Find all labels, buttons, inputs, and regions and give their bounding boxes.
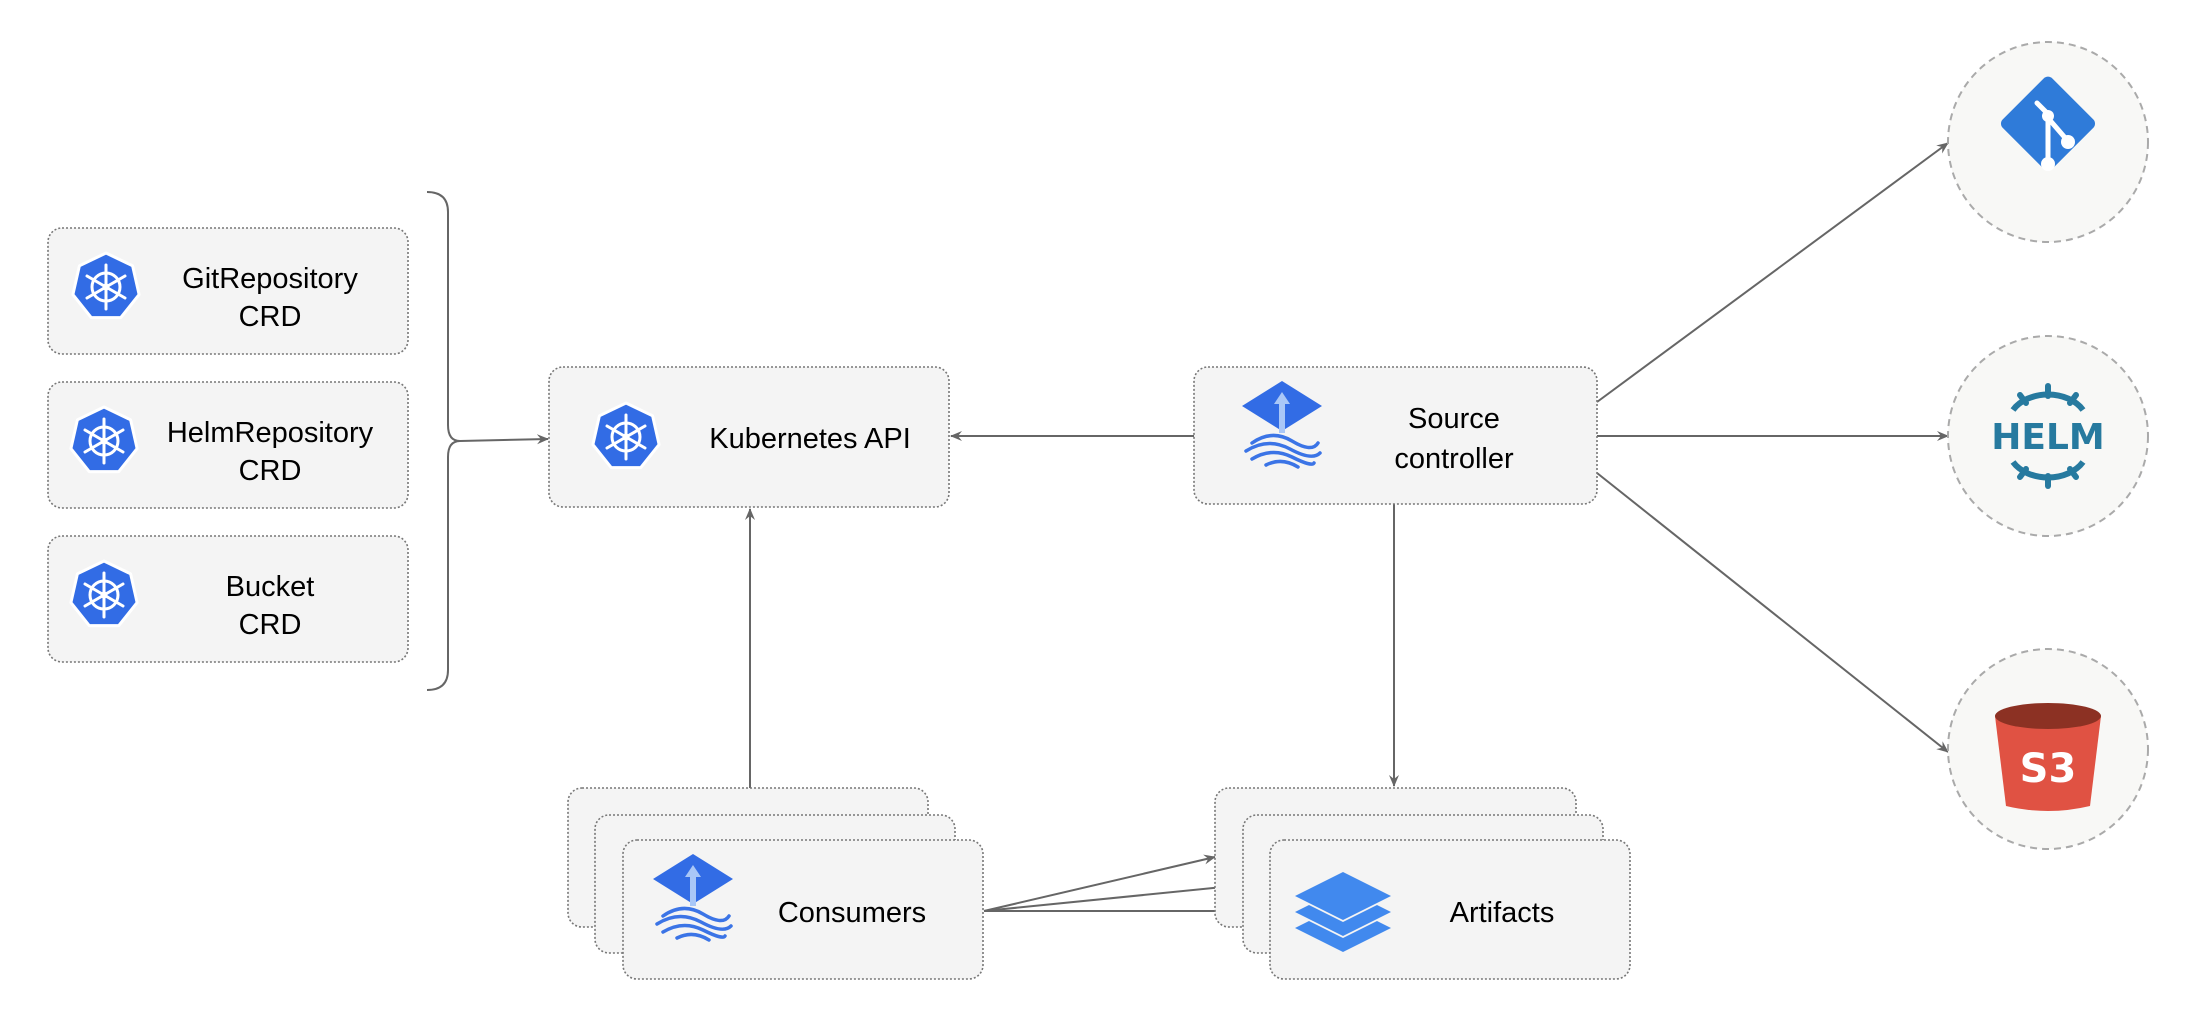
node-kubernetes-api[interactable]: Kubernetes API [548, 366, 950, 508]
svg-text:S3: S3 [2020, 746, 2077, 792]
node-helm[interactable]: HELM [1947, 335, 2149, 537]
node-label: GitRepository [182, 263, 358, 295]
node-label: HelmRepository [167, 417, 374, 449]
kubernetes-icon [591, 401, 661, 470]
node-consumers[interactable]: Consumers [567, 787, 984, 980]
git-icon [2000, 76, 2096, 171]
node-label: Kubernetes API [709, 423, 911, 455]
kubernetes-icon [71, 251, 141, 320]
edge-consumers-to-artifacts-2 [983, 881, 1244, 912]
node-label: Source [1408, 403, 1500, 435]
node-artifacts[interactable]: Artifacts [1214, 787, 1631, 980]
kubernetes-icon [69, 559, 139, 628]
node-label: CRD [239, 455, 302, 487]
node-label: Bucket [226, 571, 315, 603]
edge-source-controller-to-s3 [1596, 472, 1949, 753]
edge-crds-to-kubernetes-api [459, 434, 549, 445]
edge-source-controller-to-git [1596, 142, 1949, 403]
node-helm-repository-crd[interactable]: HelmRepository CRD [47, 381, 409, 509]
kubernetes-icon [69, 405, 139, 474]
s3-bucket-icon: S3 [1995, 703, 2101, 811]
node-label: Artifacts [1450, 897, 1555, 929]
node-bucket-crd[interactable]: Bucket CRD [47, 535, 409, 663]
edges [426, 142, 1949, 916]
svg-text:HELM: HELM [1991, 417, 2104, 458]
node-label: CRD [239, 609, 302, 641]
node-git[interactable] [1947, 41, 2149, 243]
node-source-controller[interactable]: Source controller [1193, 366, 1598, 505]
node-label: CRD [239, 301, 302, 333]
node-s3[interactable]: S3 [1947, 648, 2149, 850]
node-git-repository-crd[interactable]: GitRepository CRD [47, 227, 409, 355]
node-label: controller [1394, 443, 1514, 475]
crd-brace [426, 191, 461, 691]
helm-icon: HELM [1991, 383, 2105, 489]
edge-consumers-to-artifacts-1 [983, 854, 1216, 912]
node-label: Consumers [778, 897, 926, 929]
